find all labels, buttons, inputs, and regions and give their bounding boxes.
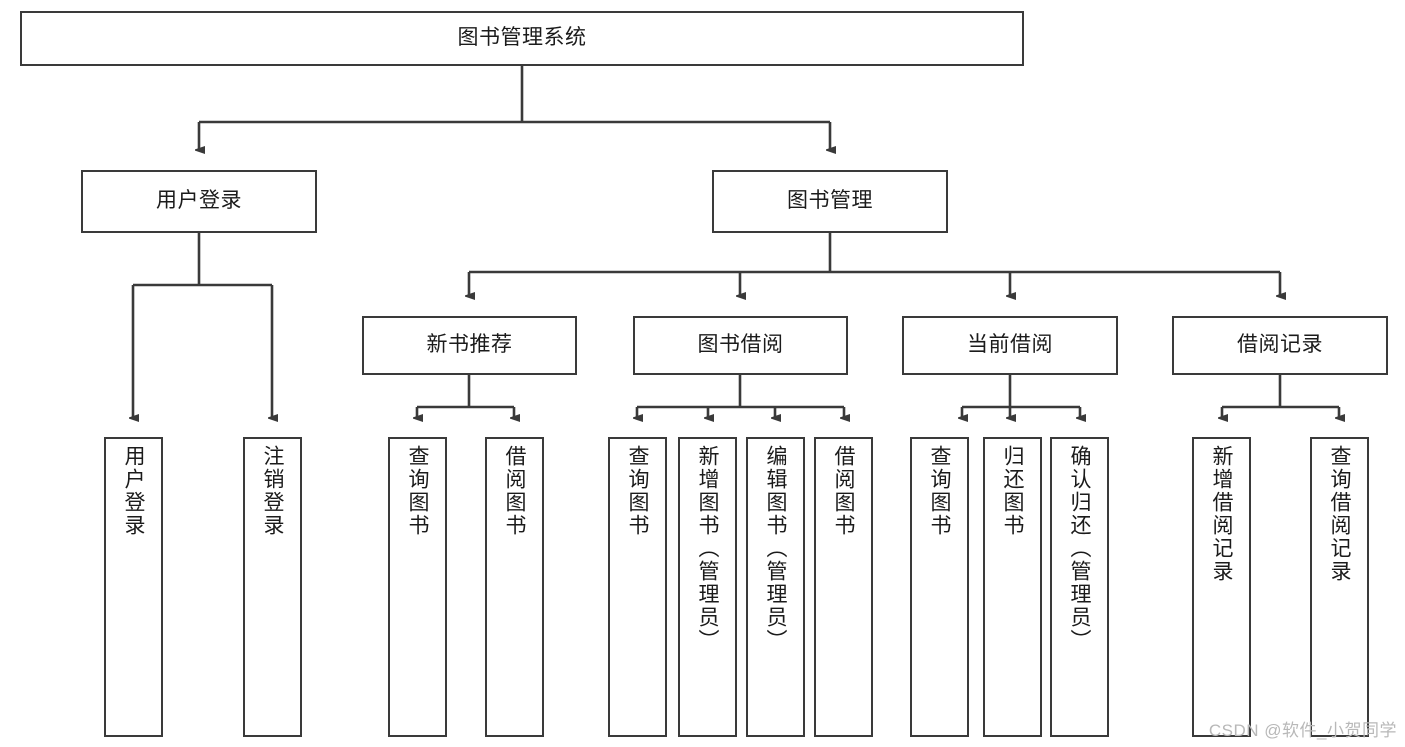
node-current-borrow[interactable]: 当前借阅 [902, 316, 1118, 375]
leaf-book-borrow-add[interactable]: 新增图书（管理员） [678, 437, 737, 737]
node-root[interactable]: 图书管理系统 [20, 11, 1024, 66]
leaf-new-book-borrow[interactable]: 借阅图书 [485, 437, 544, 737]
leaf-book-borrow-query-label: 查询图书 [626, 445, 649, 537]
leaf-current-borrow-query[interactable]: 查询图书 [910, 437, 969, 737]
leaf-new-book-borrow-label: 借阅图书 [503, 445, 526, 537]
leaf-new-book-query-label: 查询图书 [406, 445, 429, 537]
leaf-book-borrow-edit-label: 编辑图书（管理员） [764, 445, 787, 652]
leaf-user-login-signout[interactable]: 注销登录 [243, 437, 302, 737]
node-current-borrow-label: 当前借阅 [967, 333, 1053, 357]
leaf-book-borrow-edit[interactable]: 编辑图书（管理员） [746, 437, 805, 737]
node-new-book-recommend-label: 新书推荐 [426, 333, 513, 357]
node-user-login[interactable]: 用户登录 [81, 170, 317, 233]
leaf-borrow-record-query-label: 查询借阅记录 [1328, 445, 1351, 583]
leaf-user-login-signin[interactable]: 用户登录 [104, 437, 163, 737]
leaf-current-borrow-query-label: 查询图书 [928, 445, 951, 537]
leaf-book-borrow-borrow[interactable]: 借阅图书 [814, 437, 873, 737]
node-new-book-recommend[interactable]: 新书推荐 [362, 316, 577, 375]
leaf-new-book-query[interactable]: 查询图书 [388, 437, 447, 737]
leaf-current-borrow-return[interactable]: 归还图书 [983, 437, 1042, 737]
leaf-borrow-record-add-label: 新增借阅记录 [1210, 445, 1233, 583]
leaf-user-login-signout-label: 注销登录 [261, 445, 284, 537]
node-book-management-label: 图书管理 [787, 189, 873, 213]
leaf-book-borrow-query[interactable]: 查询图书 [608, 437, 667, 737]
leaf-book-borrow-borrow-label: 借阅图书 [832, 445, 855, 537]
leaf-book-borrow-add-label: 新增图书（管理员） [696, 445, 719, 652]
node-borrow-record-label: 借阅记录 [1237, 333, 1323, 357]
leaf-current-borrow-confirm-label: 确认归还（管理员） [1068, 445, 1091, 652]
node-root-label: 图书管理系统 [457, 26, 587, 50]
node-book-borrow[interactable]: 图书借阅 [633, 316, 848, 375]
node-book-borrow-label: 图书借阅 [697, 333, 784, 357]
leaf-borrow-record-query[interactable]: 查询借阅记录 [1310, 437, 1369, 737]
leaf-borrow-record-add[interactable]: 新增借阅记录 [1192, 437, 1251, 737]
leaf-user-login-signin-label: 用户登录 [122, 445, 145, 537]
node-borrow-record[interactable]: 借阅记录 [1172, 316, 1388, 375]
node-user-login-label: 用户登录 [156, 189, 242, 213]
leaf-current-borrow-confirm[interactable]: 确认归还（管理员） [1050, 437, 1109, 737]
leaf-current-borrow-return-label: 归还图书 [1001, 445, 1024, 537]
node-book-management[interactable]: 图书管理 [712, 170, 948, 233]
watermark: CSDN @软件_小贺同学 [1208, 721, 1397, 740]
